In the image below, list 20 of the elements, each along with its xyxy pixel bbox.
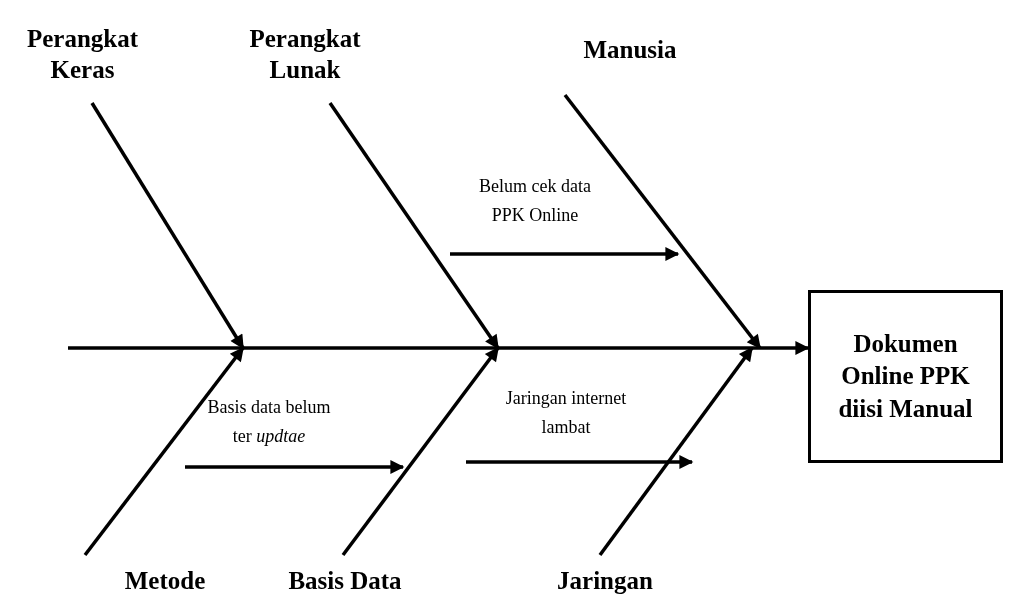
arrow [341, 346, 500, 557]
arrow [185, 460, 405, 474]
arrow [563, 93, 762, 350]
arrow [598, 346, 754, 557]
cause-label: Jaringan [540, 562, 670, 600]
effect-box: Dokumen Online PPK diisi Manual [808, 290, 1003, 463]
sub-cause-label: Belum cek data PPK Online [450, 172, 620, 254]
arrow [328, 102, 500, 350]
sub-cause-label: Jaringan internet lambat [466, 384, 666, 462]
arrow [68, 341, 810, 355]
sub-cause-label: Basis data belum ter updtae [185, 393, 353, 467]
arrow [90, 102, 245, 350]
cause-label: Metode [115, 562, 215, 600]
arrow [83, 346, 245, 557]
arrow [466, 455, 694, 469]
arrow [450, 247, 680, 261]
cause-label: Perangkat Lunak [240, 12, 370, 96]
cause-label: Manusia [560, 30, 700, 70]
cause-label: Basis Data [270, 562, 420, 600]
cause-label: Perangkat Keras [5, 12, 160, 96]
